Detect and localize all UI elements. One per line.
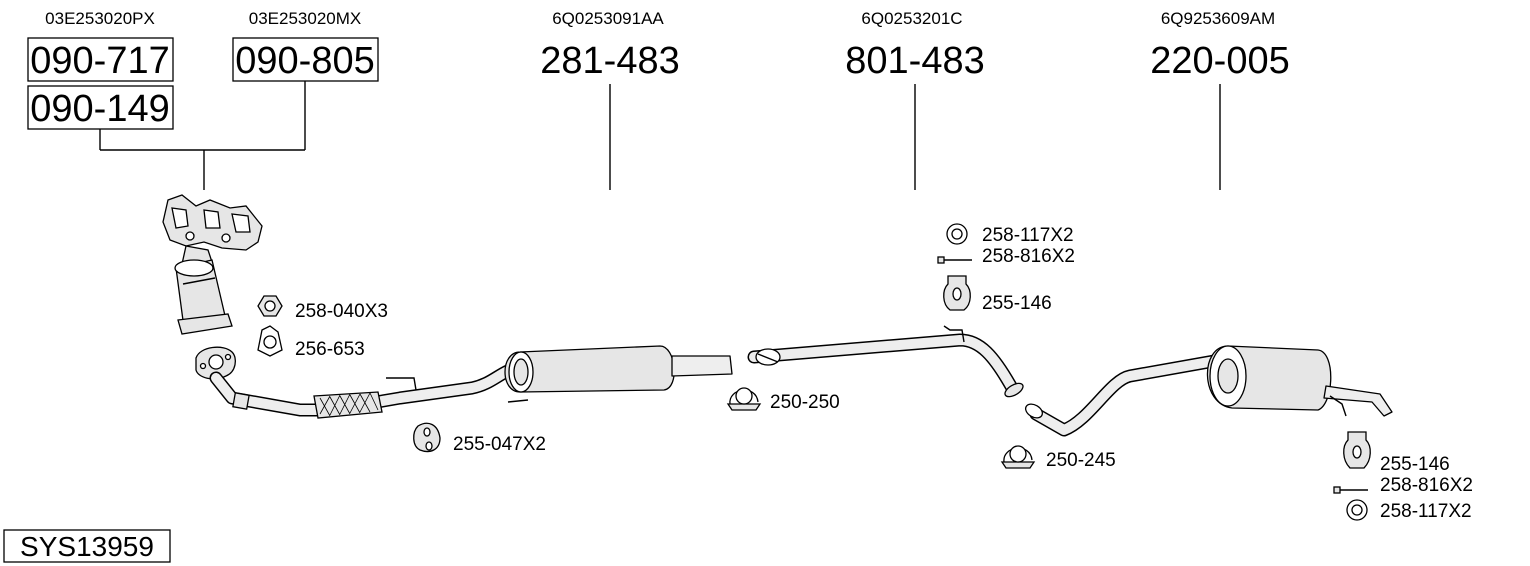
system-label: SYS13959 <box>20 531 154 562</box>
nut-icon <box>257 295 283 317</box>
label-255-146-mid[interactable]: 255-146 <box>982 293 1052 314</box>
label-250-250[interactable]: 250-250 <box>770 392 840 413</box>
part-number-090-149[interactable]: 090-149 <box>30 88 169 130</box>
middle-pipe[interactable] <box>747 325 1025 399</box>
part-number-801-483[interactable]: 801-483 <box>845 40 984 82</box>
part-box-090-149 <box>27 85 174 130</box>
oe-number-middle-pipe: 6Q0253201C <box>861 9 962 28</box>
part-number-090-717[interactable]: 090-717 <box>30 40 169 82</box>
catalytic-converter-manifold[interactable] <box>162 194 263 335</box>
part-number-281-483[interactable]: 281-483 <box>540 40 679 82</box>
oe-number-front-pipe: 6Q0253091AA <box>552 9 664 28</box>
label-258-816x2-rear[interactable]: 258-816X2 <box>1380 475 1473 496</box>
oe-number-cat-mx: 03E253020MX <box>249 9 361 28</box>
rubber-mount-icon-rear <box>1343 431 1371 469</box>
oe-number-cat-px: 03E253020PX <box>45 9 155 28</box>
clamp-icon-front <box>726 387 762 411</box>
clamp-icon-rear <box>1000 445 1036 469</box>
label-256-653[interactable]: 256-653 <box>295 339 365 360</box>
label-258-117x2-mid[interactable]: 258-117X2 <box>982 225 1074 246</box>
label-258-040x3[interactable]: 258-040X3 <box>295 301 388 322</box>
label-258-816x2-mid[interactable]: 258-816X2 <box>982 246 1075 267</box>
rubber-mount-icon-front <box>413 422 441 453</box>
leader-lines <box>99 81 1221 190</box>
ring-icon-mid <box>946 223 968 245</box>
part-number-090-805[interactable]: 090-805 <box>235 40 374 82</box>
rubber-mount-icon-mid <box>943 275 971 311</box>
bolt-icon-rear <box>1333 486 1368 494</box>
part-box-090-717 <box>27 37 174 82</box>
part-box-090-805 <box>232 37 379 82</box>
label-250-245[interactable]: 250-245 <box>1046 450 1116 471</box>
system-label-box <box>3 529 171 563</box>
gasket-icon <box>257 325 283 357</box>
rear-silencer[interactable] <box>1023 345 1393 437</box>
ring-icon-rear <box>1346 499 1368 521</box>
label-255-146-rear[interactable]: 255-146 <box>1380 454 1450 475</box>
flange[interactable] <box>195 346 237 380</box>
front-pipe[interactable] <box>209 345 733 419</box>
oe-number-rear-silencer: 6Q9253609AM <box>1161 9 1275 28</box>
part-number-220-005[interactable]: 220-005 <box>1150 40 1289 82</box>
bolt-icon-mid <box>937 256 972 264</box>
label-255-047x2[interactable]: 255-047X2 <box>453 434 546 455</box>
label-258-117x2-rear[interactable]: 258-117X2 <box>1380 501 1472 522</box>
